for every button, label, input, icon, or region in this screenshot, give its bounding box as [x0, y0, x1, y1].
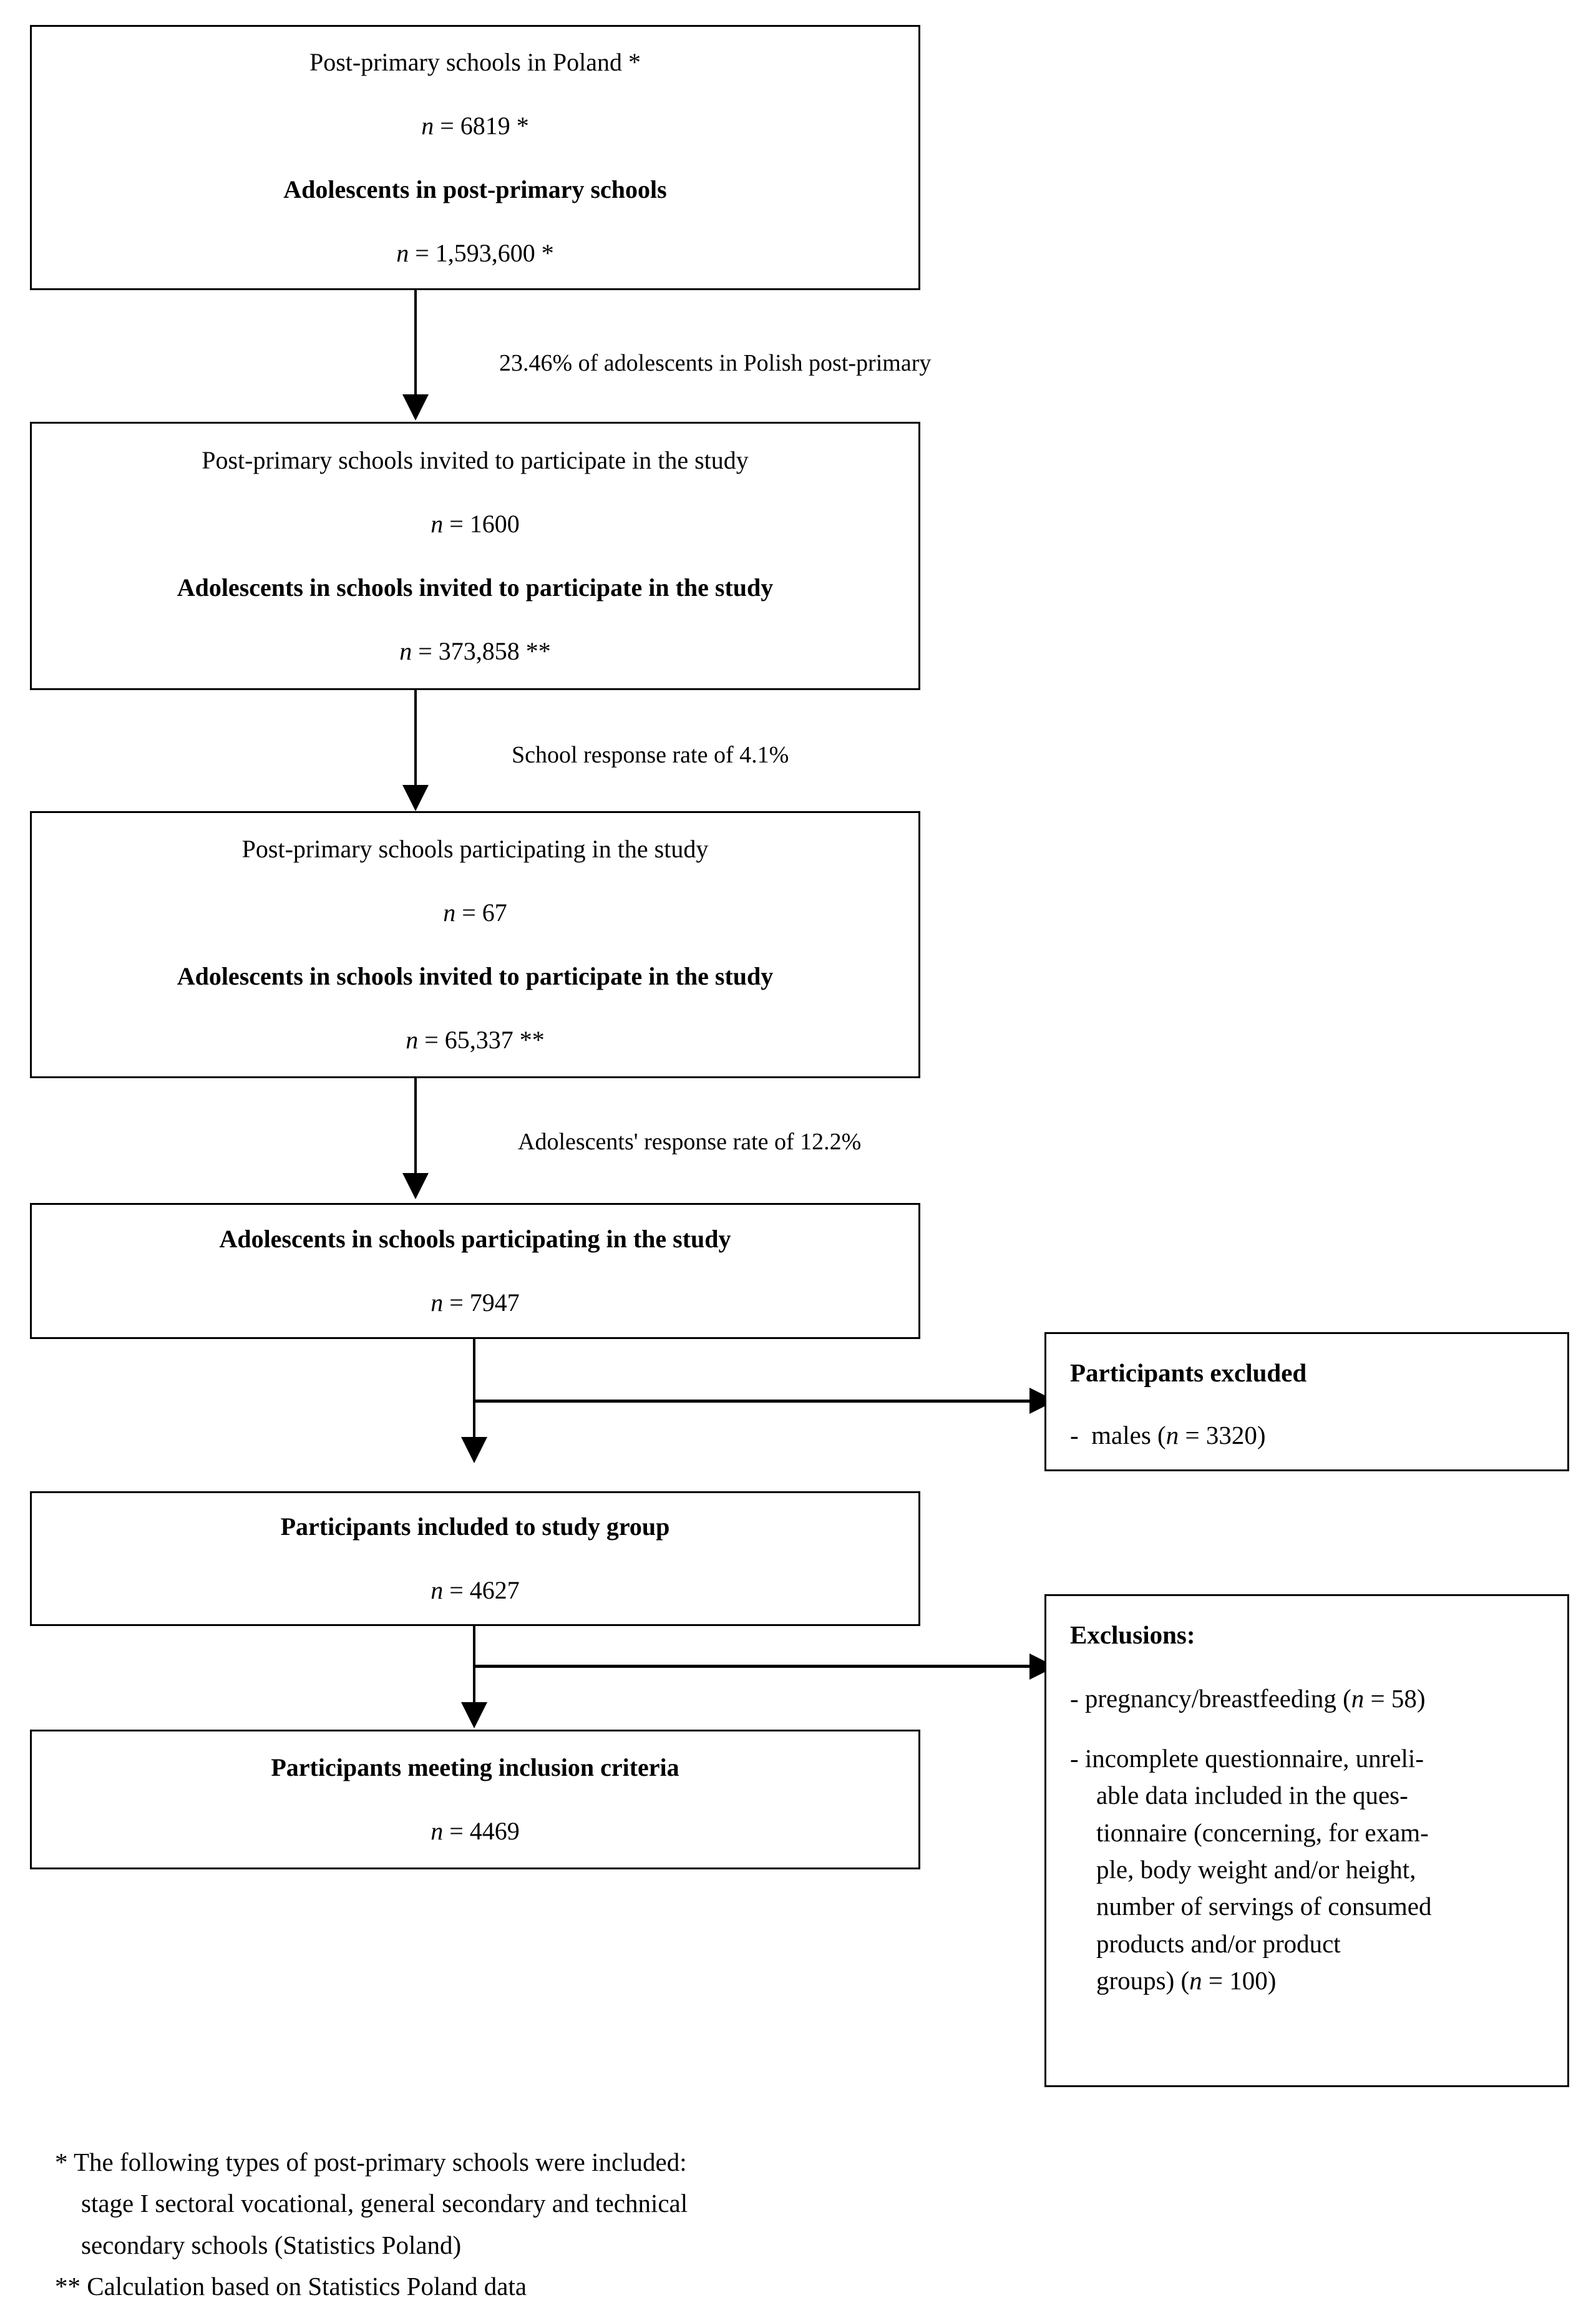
- n-symbol: n: [1189, 1966, 1202, 1995]
- n-value: = 4627: [443, 1576, 520, 1604]
- n-symbol: n: [421, 111, 434, 140]
- connector-2-line: [414, 690, 417, 788]
- n-value: = 67: [455, 898, 507, 927]
- connector-1-arrowhead: [402, 394, 429, 421]
- exclusions-content: Exclusions: - pregnancy/breastfeeding (n…: [1046, 1596, 1567, 2017]
- footnotes: * The following types of post-primary sc…: [55, 2141, 1053, 2307]
- box-meeting-criteria-n: n = 4469: [431, 1816, 520, 1847]
- exclusions-item1-b: = 58): [1364, 1684, 1426, 1713]
- box-population-n-adolescents: n = 1,593,600 *: [396, 238, 554, 269]
- excluded-title: Participants excluded: [1070, 1358, 1307, 1387]
- box-invited-n-adolescents: n = 373,858 **: [399, 636, 551, 667]
- n-value: = 1,593,600 *: [409, 238, 554, 267]
- n-value: = 6819 *: [434, 111, 529, 140]
- branch-exclusions-line: [473, 1665, 1033, 1668]
- excluded-content: Participants excluded - males (n = 3320): [1046, 1334, 1567, 1472]
- box-invited: Post-primary schools invited to particip…: [30, 422, 920, 690]
- box-participating-line3: Adolescents in schools invited to partic…: [177, 962, 774, 990]
- footnote-2: ** Calculation based on Statistics Polan…: [55, 2272, 527, 2301]
- edge-label-1: 23.46% of adolescents in Polish post-pri…: [499, 350, 932, 376]
- connector-4-line: [473, 1339, 475, 1439]
- exclusions-item2-line6: products and/or product: [1096, 1929, 1341, 1958]
- footnote-1-line2: stage I sectoral vocational, general sec…: [81, 2189, 688, 2218]
- box-population-line1: Post-primary schools in Poland *: [309, 47, 641, 76]
- footnote-1-line1: * The following types of post-primary sc…: [55, 2148, 687, 2176]
- box-included-n: n = 4627: [431, 1575, 520, 1606]
- box-participating-n-adolescents: n = 65,337 **: [406, 1025, 545, 1056]
- box-participating-n-schools: n = 67: [443, 897, 507, 928]
- exclusions-item1-a: - pregnancy/breastfeeding (: [1070, 1684, 1351, 1713]
- edge-label-3: Adolescents' response rate of 12.2%: [518, 1129, 862, 1155]
- branch-excluded-line: [473, 1400, 1033, 1403]
- n-symbol: n: [431, 1288, 444, 1317]
- n-value: = 7947: [443, 1288, 520, 1317]
- exclusions-item2-line3: tionnaire (concerning, for exam-: [1096, 1818, 1429, 1847]
- n-symbol: n: [406, 1026, 419, 1054]
- n-value: = 4469: [443, 1817, 520, 1845]
- excluded-item-text-a: males (: [1091, 1421, 1166, 1450]
- box-participating-line1: Post-primary schools participating in th…: [241, 835, 709, 863]
- connector-4-arrowhead: [461, 1437, 487, 1463]
- box-exclusions: Exclusions: - pregnancy/breastfeeding (n…: [1044, 1594, 1569, 2087]
- n-symbol: n: [443, 898, 456, 927]
- exclusions-item2-line4: ple, body weight and/or height,: [1096, 1855, 1416, 1884]
- n-value: = 373,858 **: [412, 637, 551, 665]
- n-symbol: n: [431, 1817, 444, 1845]
- box-meeting-criteria-line1: Participants meeting inclusion criteria: [271, 1753, 679, 1781]
- connector-2-arrowhead: [402, 785, 429, 811]
- excluded-item-text-b: = 3320): [1179, 1421, 1266, 1450]
- n-symbol: n: [399, 637, 412, 665]
- n-symbol: n: [431, 1576, 444, 1604]
- exclusions-item-pregnancy: - pregnancy/breastfeeding (n = 58): [1070, 1680, 1544, 1717]
- n-value: = 1600: [443, 510, 520, 538]
- exclusions-item2-line2: able data included in the ques-: [1096, 1781, 1408, 1810]
- exclusions-item2-line5: number of servings of consumed: [1096, 1892, 1432, 1921]
- n-symbol: n: [1351, 1684, 1365, 1713]
- box-adolescents-participating: Adolescents in schools participating in …: [30, 1203, 920, 1339]
- exclusions-item2-line1: - incomplete questionnaire, unreli-: [1070, 1743, 1424, 1773]
- box-included-line1: Participants included to study group: [280, 1512, 670, 1541]
- excluded-item-males: - males (n = 3320): [1070, 1417, 1544, 1454]
- box-invited-line3: Adolescents in schools invited to partic…: [177, 573, 774, 601]
- exclusions-item2-line7-b: = 100): [1202, 1966, 1277, 1995]
- connector-1-line: [414, 290, 417, 396]
- box-participating: Post-primary schools participating in th…: [30, 811, 920, 1078]
- excluded-bullet: -: [1070, 1421, 1079, 1450]
- box-population: Post-primary schools in Poland * n = 681…: [30, 25, 920, 290]
- n-symbol: n: [396, 238, 409, 267]
- box-included: Participants included to study group n =…: [30, 1491, 920, 1626]
- edge-label-2: School response rate of 4.1%: [512, 742, 789, 768]
- exclusions-item2-line7: groups) (n = 100): [1070, 1962, 1544, 1999]
- connector-3-line: [414, 1078, 417, 1175]
- footnote-1-line3: secondary schools (Statistics Poland): [81, 2230, 462, 2259]
- n-value: = 65,337 **: [418, 1026, 545, 1054]
- connector-3-arrowhead: [402, 1173, 429, 1199]
- box-participants-excluded: Participants excluded - males (n = 3320): [1044, 1332, 1569, 1471]
- n-symbol: n: [1165, 1421, 1179, 1450]
- exclusions-item2-line7-a: groups) (: [1096, 1966, 1190, 1995]
- exclusions-title: Exclusions:: [1070, 1620, 1195, 1649]
- connector-5-line: [473, 1626, 475, 1726]
- n-symbol: n: [431, 510, 444, 538]
- box-invited-n-schools: n = 1600: [431, 509, 520, 540]
- box-population-line3: Adolescents in post-primary schools: [283, 175, 667, 203]
- box-meeting-criteria: Participants meeting inclusion criteria …: [30, 1730, 920, 1869]
- box-adolescents-participating-n: n = 7947: [431, 1287, 520, 1318]
- box-invited-line1: Post-primary schools invited to particip…: [202, 446, 749, 474]
- connector-5-arrowhead: [461, 1702, 487, 1728]
- box-adolescents-participating-line1: Adolescents in schools participating in …: [219, 1225, 731, 1253]
- box-population-n-schools: n = 6819 *: [421, 110, 529, 142]
